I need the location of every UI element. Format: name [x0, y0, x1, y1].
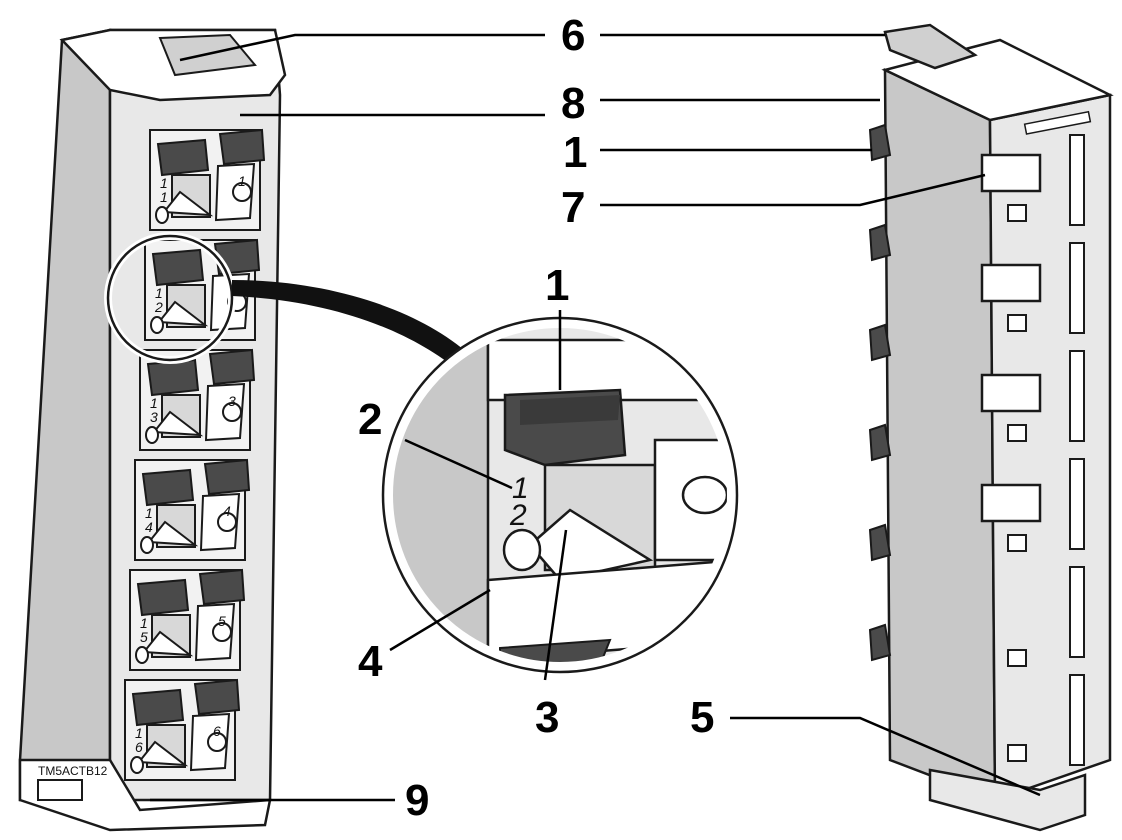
terminal-number-right: 4	[223, 503, 231, 519]
right-block-back	[988, 93, 1112, 802]
callout-3: 3	[535, 693, 559, 742]
side-clip	[868, 323, 892, 362]
right-block-details	[868, 123, 1085, 766]
terminal-number-left-bottom: 2	[154, 299, 163, 315]
callout-2: 2	[358, 395, 382, 444]
left-block-side	[18, 28, 112, 802]
terminal-number-right: 6	[213, 723, 221, 739]
terminal-number-left-bottom: 6	[135, 739, 143, 755]
back-slot	[1069, 350, 1085, 442]
terminal-row: 133	[139, 348, 256, 451]
back-square	[1007, 314, 1027, 332]
terminal-number-left-top: 1	[155, 285, 163, 301]
back-window	[980, 373, 1042, 413]
back-square	[1007, 204, 1027, 222]
right-terminal-block	[868, 23, 1114, 832]
zoom-number-bottom: 2	[509, 499, 527, 532]
terminal-number-left-bottom: 5	[140, 629, 148, 645]
back-slot	[1069, 134, 1085, 226]
detail-source-circle-outline	[106, 234, 234, 362]
terminal-number-right: 3	[228, 393, 236, 409]
callout-1-zoom: 1	[545, 261, 569, 310]
back-square	[1007, 744, 1027, 762]
callout-4: 4	[358, 637, 383, 686]
terminal-row: 166	[124, 678, 241, 781]
side-clip	[868, 223, 892, 262]
back-slot	[1069, 242, 1085, 334]
right-block-label-strip	[1023, 110, 1092, 135]
callout-8: 8	[561, 79, 585, 128]
side-clip	[868, 623, 892, 662]
right-block-side	[883, 68, 997, 802]
terminal-number-right: 5	[218, 613, 226, 629]
leader-lines	[150, 33, 1041, 802]
callout-9: 9	[405, 776, 429, 825]
terminal-number-left-top: 1	[140, 615, 148, 631]
zoom-connector	[232, 280, 470, 372]
terminal-number-left-top: 1	[160, 175, 168, 191]
terminal-number-left-bottom: 1	[160, 189, 168, 205]
back-square	[1007, 424, 1027, 442]
left-terminal-rows: 111122133144155166	[124, 128, 266, 781]
terminal-number-left-top: 1	[145, 505, 153, 521]
back-slot	[1069, 566, 1085, 658]
zoom-number-top: 1	[512, 472, 529, 505]
terminal-number-right: 1	[238, 173, 246, 189]
terminal-row: 155	[129, 568, 246, 671]
model-label: TM5ACTB12	[38, 764, 108, 778]
terminal-row: 111	[149, 128, 266, 231]
callout-1-right: 1	[563, 128, 587, 177]
back-slot	[1069, 458, 1085, 550]
left-terminal-block: 111122133144155166 TM5ACTB12	[18, 28, 287, 832]
left-block-slot	[37, 779, 83, 801]
callout-7: 7	[561, 183, 585, 232]
terminal-number-left-top: 1	[135, 725, 143, 741]
side-clip	[868, 523, 892, 562]
terminal-number-left-bottom: 4	[145, 519, 153, 535]
back-window	[980, 483, 1042, 523]
terminal-number-left-top: 1	[150, 395, 158, 411]
back-window	[980, 153, 1042, 193]
terminal-row: 144	[134, 458, 251, 561]
callout-6: 6	[561, 11, 585, 60]
right-block-foot	[928, 768, 1087, 832]
back-square	[1007, 649, 1027, 667]
back-slot	[1069, 674, 1085, 766]
terminal-number-left-bottom: 3	[150, 409, 158, 425]
zoom-detail: 1 2	[381, 316, 739, 674]
side-clip	[868, 423, 892, 462]
right-block-latch	[883, 23, 978, 70]
left-block-foot	[18, 758, 272, 832]
back-square	[1007, 534, 1027, 552]
callout-5: 5	[690, 693, 714, 742]
back-window	[980, 263, 1042, 303]
